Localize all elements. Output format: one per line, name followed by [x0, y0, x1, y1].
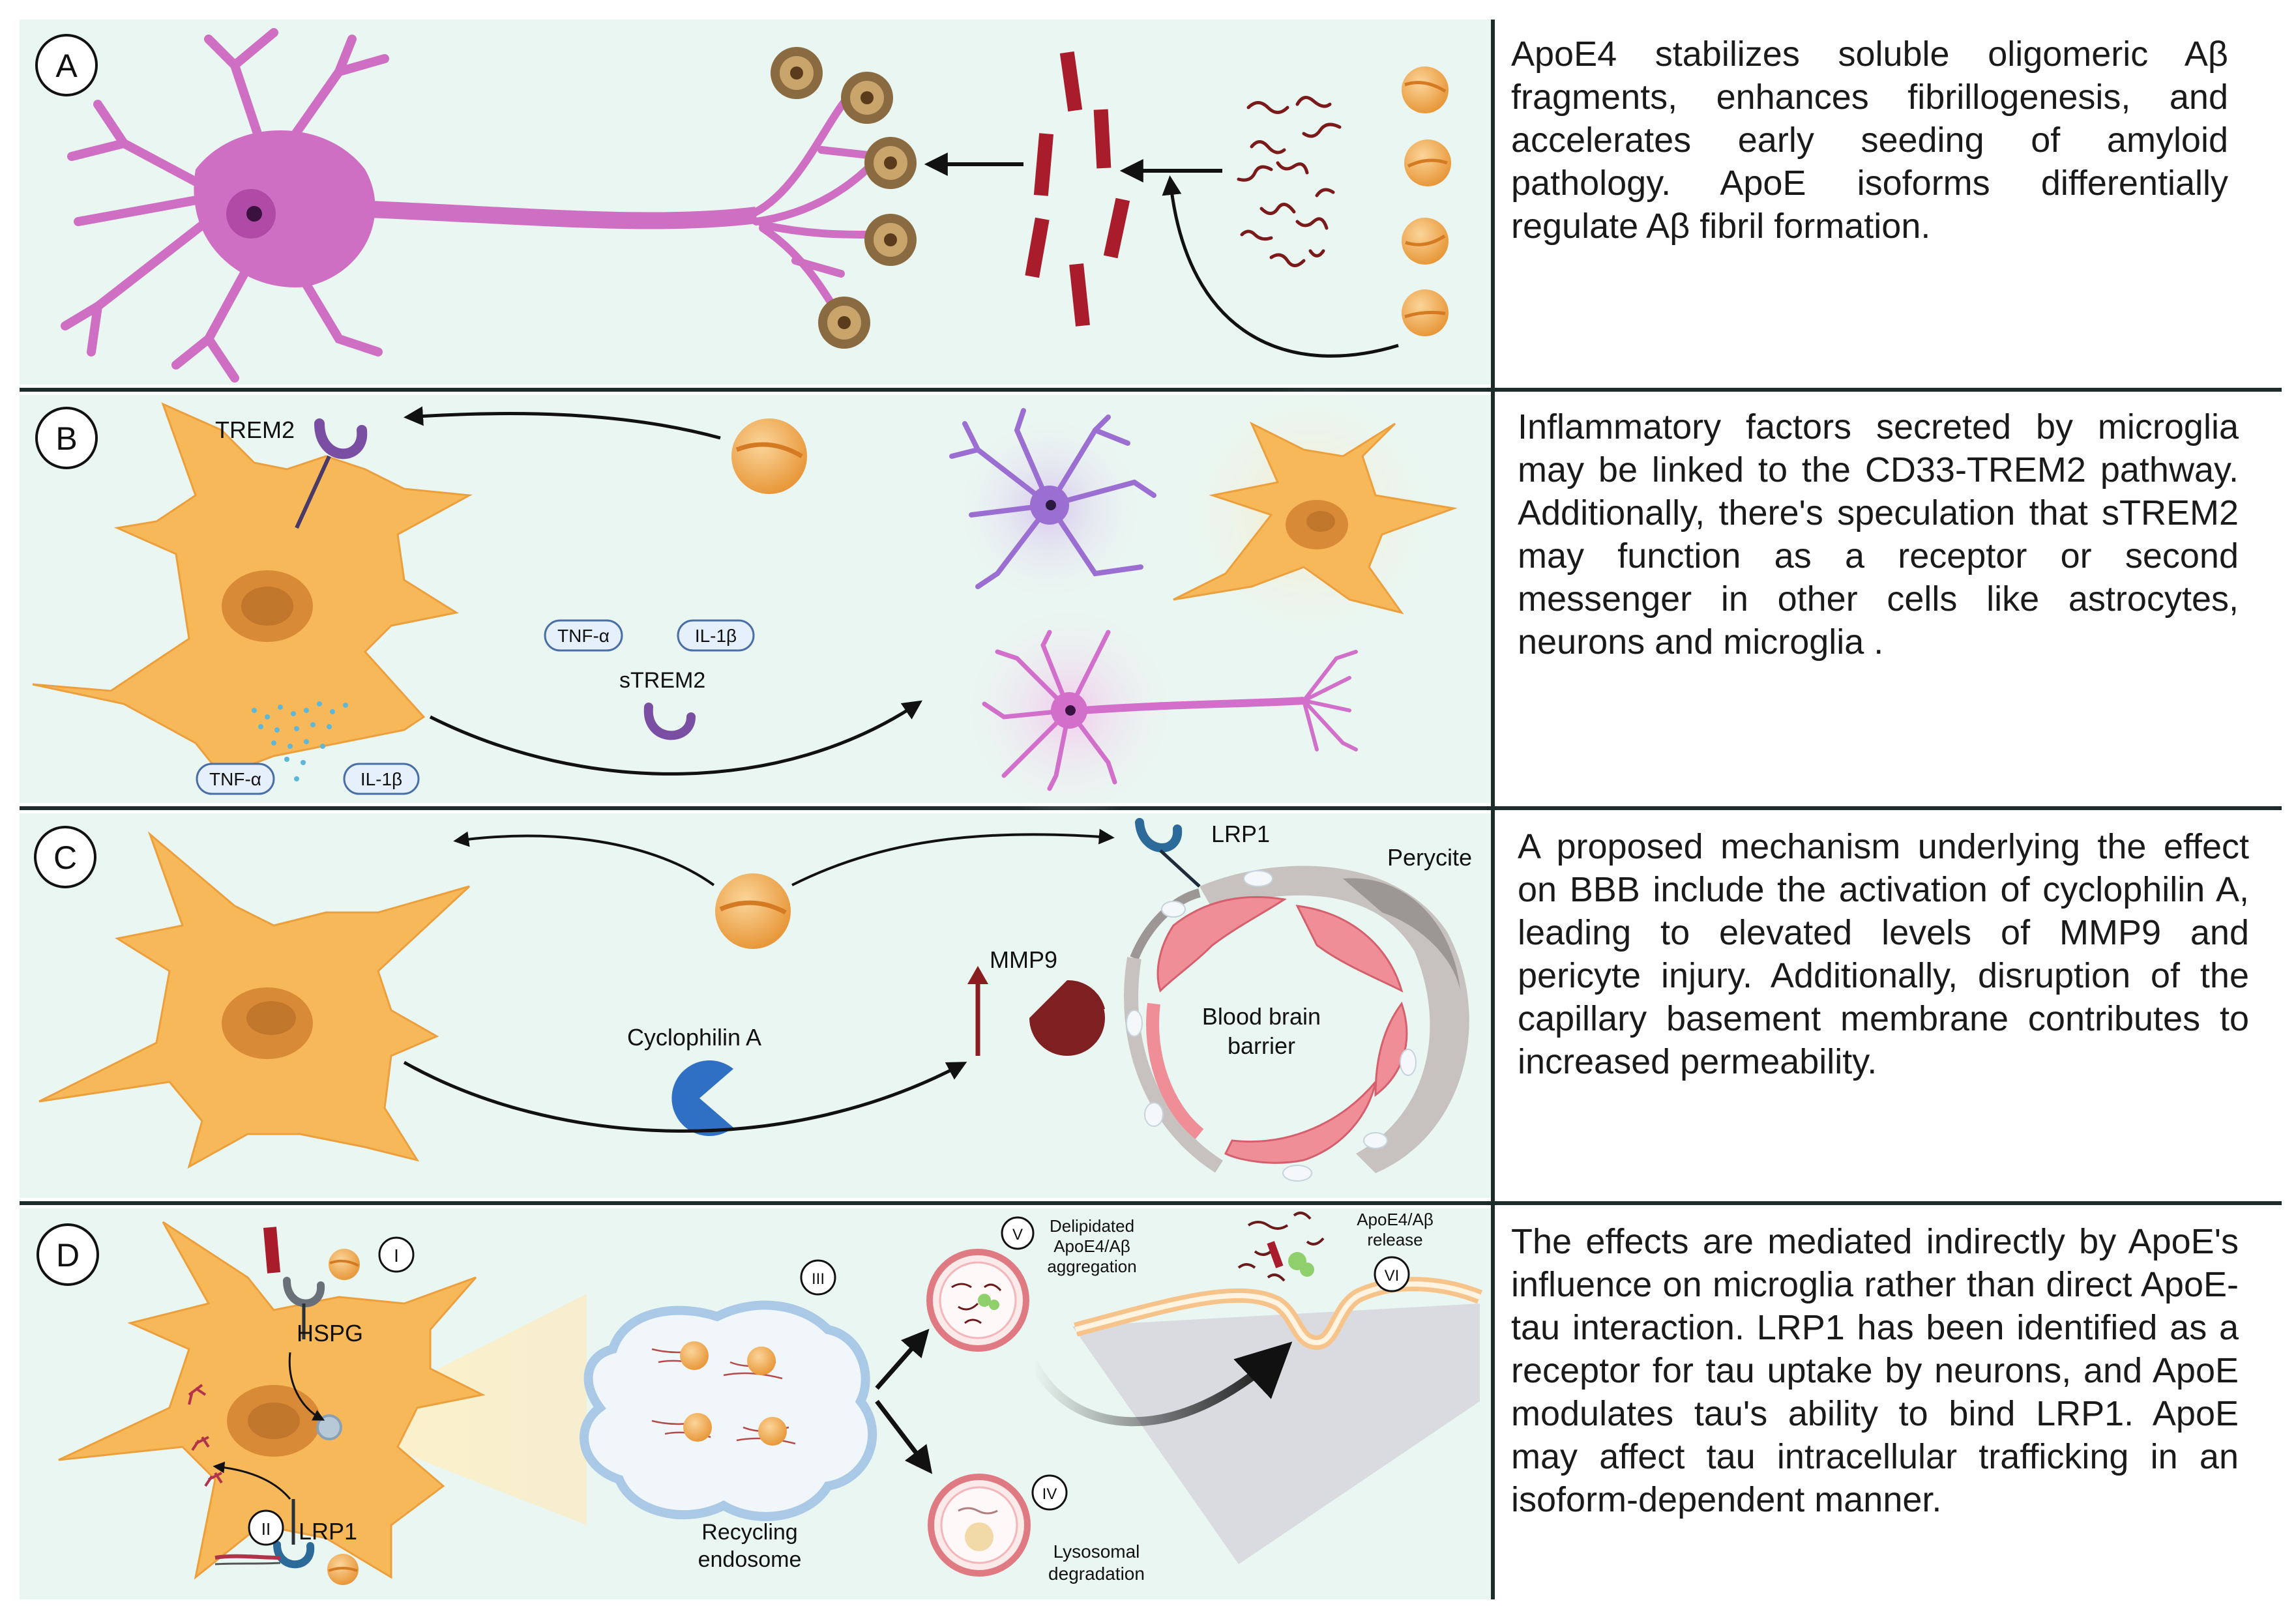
delipidated-label-line1: Delipidated [1050, 1216, 1134, 1236]
microglia-illustration-right [1173, 385, 1458, 645]
released-aggregates [1237, 1212, 1325, 1282]
cyclophilin-label: Cyclophilin A [627, 1024, 761, 1051]
lrp1-receptor-c [1135, 818, 1201, 888]
svg-text:IL-1β: IL-1β [695, 626, 737, 646]
arrow-apoe-to-trem2 [404, 406, 721, 440]
hspg-label: HSPG [297, 1320, 363, 1347]
recycling-label-line1: Recycling [701, 1520, 797, 1545]
magnification-beam [329, 1294, 587, 1525]
trem2-label: TREM2 [215, 416, 295, 443]
svg-text:A: A [55, 48, 78, 84]
increase-arrow-mmp9 [967, 966, 988, 1056]
amyloid-fibrils [1025, 51, 1130, 327]
panel-a-description: ApoE4 stabilizes soluble oligomeric Aβ f… [1511, 35, 2228, 246]
pericyte-label: Perycite [1387, 844, 1472, 871]
step-badge-6: VI [1374, 1256, 1410, 1292]
abeta-oligomers [1237, 96, 1342, 267]
neuron-illustration [61, 28, 884, 383]
lysosomal-label-line2: degradation [1048, 1564, 1145, 1584]
recycling-endosome [580, 1300, 877, 1521]
arrow-endosome-to-aggregation [875, 1328, 930, 1390]
mmp9-enzyme [1029, 980, 1105, 1056]
astrocyte-illustration [949, 408, 1156, 606]
arrow-hspg-internalization [288, 1352, 325, 1421]
strem2-molecule [643, 703, 696, 740]
arrow-apoe-to-seeding [1162, 175, 1399, 358]
panel-d-description: The effects are mediated indirectly by A… [1511, 1222, 2239, 1519]
svg-text:TNF-α: TNF-α [209, 769, 261, 789]
apoe-particle-b [731, 418, 807, 494]
arrow-lrp1-internalization [213, 1461, 291, 1500]
apoe-particle-d-top [329, 1249, 360, 1280]
apoe-particle-c [715, 873, 791, 949]
tnf-alpha-badge-top: TNF-α [544, 619, 623, 652]
lrp1-label-d: LRP1 [299, 1518, 357, 1545]
il1b-badge-top: IL-1β [677, 619, 755, 652]
abeta-fibril-d [263, 1227, 281, 1274]
blood-brain-barrier-illustration [1124, 866, 1469, 1182]
delipidated-label-line3: aggregation [1047, 1257, 1136, 1276]
panel-c-description: A proposed mechanism underlying the effe… [1518, 827, 2249, 1081]
svg-text:D: D [56, 1237, 80, 1274]
cytokine-secretion-dots [252, 701, 348, 781]
svg-text:V: V [1012, 1226, 1023, 1244]
svg-text:C: C [53, 839, 77, 876]
trem2-receptor [295, 418, 368, 529]
arrow-apoe-bidirectional [456, 834, 1111, 886]
lysosome-vesicle [928, 1474, 1031, 1577]
step-badge-4: IV [1031, 1474, 1068, 1511]
hspg-receptor [283, 1277, 325, 1339]
arrow-endosome-to-lysosome [875, 1399, 933, 1474]
delipidated-label-line2: ApoE4/Aβ [1053, 1236, 1130, 1256]
step-badge-1: I [378, 1236, 415, 1273]
svg-text:I: I [394, 1246, 399, 1266]
arrow-aggregation-to-release [1029, 1341, 1293, 1427]
lrp1-label-c: LRP1 [1211, 821, 1270, 847]
amyloid-plaques [771, 47, 917, 349]
step-badge-5: V [1001, 1216, 1035, 1250]
arrow-cyclophilin-to-mmp9 [403, 1060, 967, 1133]
panel-label-b: B [35, 407, 98, 469]
strem2-label: sTREM2 [619, 668, 705, 693]
step-badge-3: III [800, 1259, 836, 1296]
panel-label-d: D [37, 1223, 99, 1286]
bbb-label-line1: Blood brain [1202, 1003, 1321, 1030]
release-label-line1: ApoE4/Aβ [1357, 1210, 1434, 1229]
tnf-alpha-badge-bottom: TNF-α [196, 763, 275, 795]
panel-label-c: C [34, 826, 96, 888]
panel-b-description: Inflammatory factors secreted by microgl… [1518, 407, 2239, 662]
release-label-line2: release [1367, 1230, 1422, 1249]
panel-label-a: A [35, 34, 98, 96]
step-badge-2: II [248, 1509, 284, 1546]
svg-text:IL-1β: IL-1β [361, 769, 402, 789]
recycling-label-line2: endosome [698, 1547, 802, 1572]
mmp9-label: MMP9 [990, 946, 1057, 973]
microglia-cell-b [32, 402, 473, 777]
microglia-cell-d [58, 1221, 486, 1580]
cyclophilin-enzyme [671, 1060, 733, 1136]
lrp1-receptor-d [214, 1499, 315, 1569]
neuron-illustration-b [958, 600, 1358, 821]
apoe-particles-a [1402, 66, 1451, 336]
svg-text:B: B [55, 420, 77, 457]
apoe-particle-d-bottom [327, 1554, 359, 1585]
svg-text:III: III [812, 1270, 825, 1288]
aggregation-vesicle [926, 1249, 1029, 1352]
tau-tangles-d [188, 1384, 223, 1487]
bbb-label-line2: barrier [1228, 1032, 1295, 1059]
svg-text:IV: IV [1042, 1485, 1057, 1503]
arrow-strem2-to-cells [429, 700, 922, 776]
svg-text:VI: VI [1385, 1267, 1400, 1285]
svg-text:II: II [261, 1519, 271, 1539]
il1b-badge-bottom: IL-1β [343, 763, 420, 795]
microglia-cell-c [38, 831, 471, 1169]
svg-text:TNF-α: TNF-α [557, 626, 610, 646]
lysosomal-label-line1: Lysosomal [1053, 1541, 1140, 1562]
